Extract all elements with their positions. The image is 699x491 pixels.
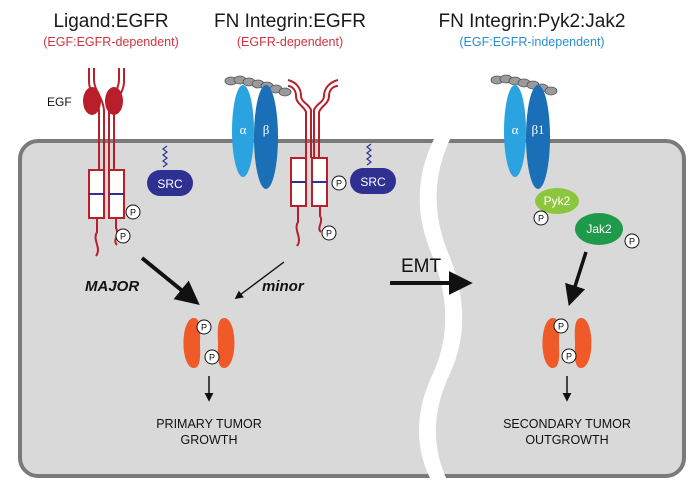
cell-membrane xyxy=(18,139,686,478)
svg-text:P: P xyxy=(538,214,544,224)
phospho-site: P xyxy=(321,225,337,241)
phospho-site: P xyxy=(125,204,141,220)
primary-outcome-line2: GROWTH xyxy=(181,433,238,447)
beta1-label: β1 xyxy=(531,122,544,137)
phospho-site: P xyxy=(624,233,640,249)
integrin-alpha xyxy=(232,85,254,177)
title-ligand-egfr: Ligand:EGFR xyxy=(53,11,168,32)
primary-signaling-dimer: P P xyxy=(183,318,235,368)
src-tail xyxy=(162,145,168,168)
svg-text:P: P xyxy=(201,323,207,333)
fibronectin-chain xyxy=(490,74,558,96)
fibronectin-chain xyxy=(224,75,292,97)
integrin-beta xyxy=(254,85,278,189)
egf-label: EGF xyxy=(47,95,72,109)
major-arrow xyxy=(140,256,200,306)
src-tail xyxy=(366,143,372,166)
svg-text:P: P xyxy=(336,179,342,189)
svg-text:P: P xyxy=(120,232,126,242)
major-label: MAJOR xyxy=(85,278,139,295)
src-label: SRC xyxy=(360,175,386,189)
minor-arrow xyxy=(234,261,285,300)
phospho-site: P xyxy=(115,228,131,244)
jak2-label: Jak2 xyxy=(586,222,612,236)
emt-gap xyxy=(418,135,463,482)
jak2-kinase xyxy=(575,213,623,245)
svg-text:P: P xyxy=(326,229,332,239)
pyk2-kinase xyxy=(535,188,579,214)
alpha-label: α xyxy=(240,122,247,137)
phospho-site: P xyxy=(331,175,347,191)
secondary-signaling-dimer: P P xyxy=(542,318,592,368)
title-fn-integrin-pyk2-jak2: FN Integrin:Pyk2:Jak2 xyxy=(439,11,626,32)
svg-text:P: P xyxy=(629,237,635,247)
subtitle-fn-integrin-egfr: (EGFR-dependent) xyxy=(237,35,343,49)
secondary-outcome-line2: OUTGROWTH xyxy=(525,433,608,447)
title-fn-integrin-egfr: FN Integrin:EGFR xyxy=(214,11,366,32)
subtitle-ligand-egfr: (EGF:EGFR-dependent) xyxy=(43,35,178,49)
svg-text:P: P xyxy=(566,352,572,362)
jak2-arrow xyxy=(565,251,588,307)
integrin-alpha-2 xyxy=(504,85,526,177)
src-label: SRC xyxy=(157,177,183,191)
primary-outcome-line1: PRIMARY TUMOR xyxy=(156,417,262,431)
svg-text:P: P xyxy=(209,353,215,363)
svg-text:P: P xyxy=(558,322,564,332)
integrin-beta1 xyxy=(526,85,550,189)
egf-ligand-left xyxy=(83,87,101,115)
src-kinase-1 xyxy=(147,170,193,196)
minor-label: minor xyxy=(262,278,305,295)
src-kinase-2 xyxy=(350,168,396,194)
beta-label: β xyxy=(263,122,270,137)
phospho-site: P xyxy=(533,210,549,226)
svg-text:P: P xyxy=(130,208,136,218)
pyk2-label: Pyk2 xyxy=(544,194,571,208)
secondary-outcome-line1: SECONDARY TUMOR xyxy=(503,417,631,431)
alpha-label: α xyxy=(512,122,519,137)
subtitle-fn-integrin-pyk2-jak2: (EGF:EGFR-independent) xyxy=(459,35,604,49)
egf-ligand-right xyxy=(105,87,123,115)
emt-label: EMT xyxy=(401,256,442,277)
egfr-dimer-integrin xyxy=(287,79,339,247)
